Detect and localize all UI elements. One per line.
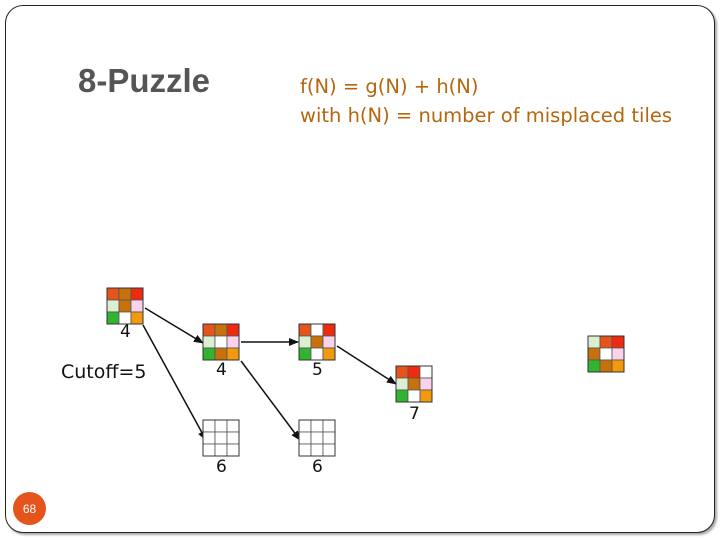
puzzle-tile [106,299,120,313]
puzzle-board-border [202,323,240,361]
puzzle-tile [395,365,409,379]
puzzle-tile [226,323,240,337]
puzzle-board-n2 [202,323,240,361]
puzzle-tile [298,335,312,349]
puzzle-tile [611,359,625,373]
puzzle-tile [202,431,216,445]
puzzle-board-border [298,323,336,361]
puzzle-tile [214,335,228,349]
puzzle-tile [407,365,421,379]
puzzle-tile [202,335,216,349]
puzzle-tile [419,377,433,391]
puzzle-tile [226,443,240,457]
edge-root-n3 [142,324,207,441]
puzzle-board-border [106,287,144,325]
puzzle-tile [587,359,601,373]
puzzle-tile [202,443,216,457]
puzzle-board-border [202,419,240,457]
puzzle-tile [298,323,312,337]
puzzle-tile [611,335,625,349]
formula-line-1: f(N) = g(N) + h(N) [300,75,479,98]
puzzle-board-n4 [298,323,336,361]
puzzle-tile [226,335,240,349]
puzzle-tile [130,311,144,325]
puzzle-tile [118,299,132,313]
puzzle-tile [214,347,228,361]
puzzle-tile [310,323,324,337]
puzzle-tile [202,419,216,433]
cutoff-label: Cutoff=5 [61,361,147,383]
puzzle-tile [407,389,421,403]
puzzle-tile [106,287,120,301]
puzzle-tile [106,311,120,325]
node-label-n4: 5 [312,360,323,380]
edge-n4-n6 [336,345,397,385]
puzzle-tile [202,347,216,361]
puzzle-board-border [298,419,336,457]
slide-frame [5,5,715,533]
puzzle-board-goal [587,335,625,373]
formula-line-2: with h(N) = number of misplaced tiles [300,104,673,127]
puzzle-board-root [106,287,144,325]
node-label-n2: 4 [216,360,227,380]
puzzle-tile [322,431,336,445]
page-number-badge: 68 [13,492,46,525]
puzzle-tile [298,419,312,433]
puzzle-tile [130,287,144,301]
puzzle-tile [310,431,324,445]
puzzle-board-n6 [395,365,433,403]
puzzle-tile [322,323,336,337]
puzzle-tile [587,335,601,349]
node-label-root: 4 [120,322,131,342]
slide-title: 8-Puzzle [78,62,211,99]
puzzle-tile [587,347,601,361]
puzzle-tile [202,323,216,337]
puzzle-tile [130,299,144,313]
puzzle-tile [322,335,336,349]
puzzle-tile [407,377,421,391]
nodes-layer [106,287,625,457]
puzzle-tile [322,443,336,457]
puzzle-board-border [395,365,433,403]
formula-text: f(N) = g(N) + h(N) with h(N) = number of… [300,72,672,130]
puzzle-tile [395,377,409,391]
puzzle-tile [226,347,240,361]
puzzle-tile [226,419,240,433]
edge-root-n2 [144,307,204,344]
puzzle-tile [118,287,132,301]
puzzle-tile [310,443,324,457]
puzzle-tile [611,347,625,361]
edge-n2-n5 [240,360,301,441]
puzzle-tile [419,365,433,379]
node-label-n5: 6 [312,457,323,477]
puzzle-tile [214,443,228,457]
puzzle-tile [214,419,228,433]
puzzle-tile [395,389,409,403]
puzzle-tile [310,419,324,433]
puzzle-tile [298,347,312,361]
puzzle-tile [310,335,324,349]
puzzle-tile [214,431,228,445]
puzzle-board-border [587,335,625,373]
puzzle-tile [226,431,240,445]
puzzle-tile [298,443,312,457]
puzzle-tile [599,335,613,349]
puzzle-tile [419,389,433,403]
puzzle-board-n5 [298,419,336,457]
edges-layer [142,307,397,441]
puzzle-tile [322,419,336,433]
node-label-n6: 7 [409,404,420,424]
puzzle-board-n3 [202,419,240,457]
puzzle-tile [298,431,312,445]
puzzle-tile [599,359,613,373]
node-label-n3: 6 [216,457,227,477]
puzzle-tile [322,347,336,361]
puzzle-tile [214,323,228,337]
puzzle-tile [599,347,613,361]
puzzle-tile [310,347,324,361]
